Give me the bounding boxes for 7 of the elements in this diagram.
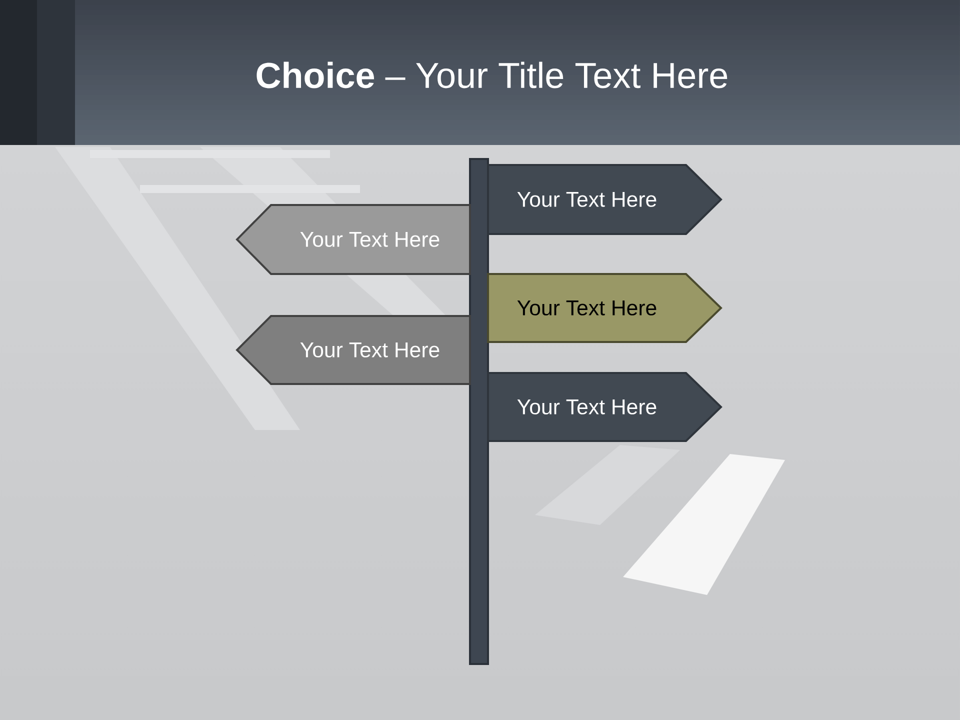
signboard: Your Text Here [236,204,471,275]
slide-title: Choice – Your Title Text Here [256,62,728,88]
signboard: Your Text Here [487,372,722,442]
signboard: Your Text Here [487,164,722,235]
signboard: Your Text Here [487,273,722,343]
signpost-pole [469,158,489,665]
signboard: Your Text Here [236,315,471,385]
